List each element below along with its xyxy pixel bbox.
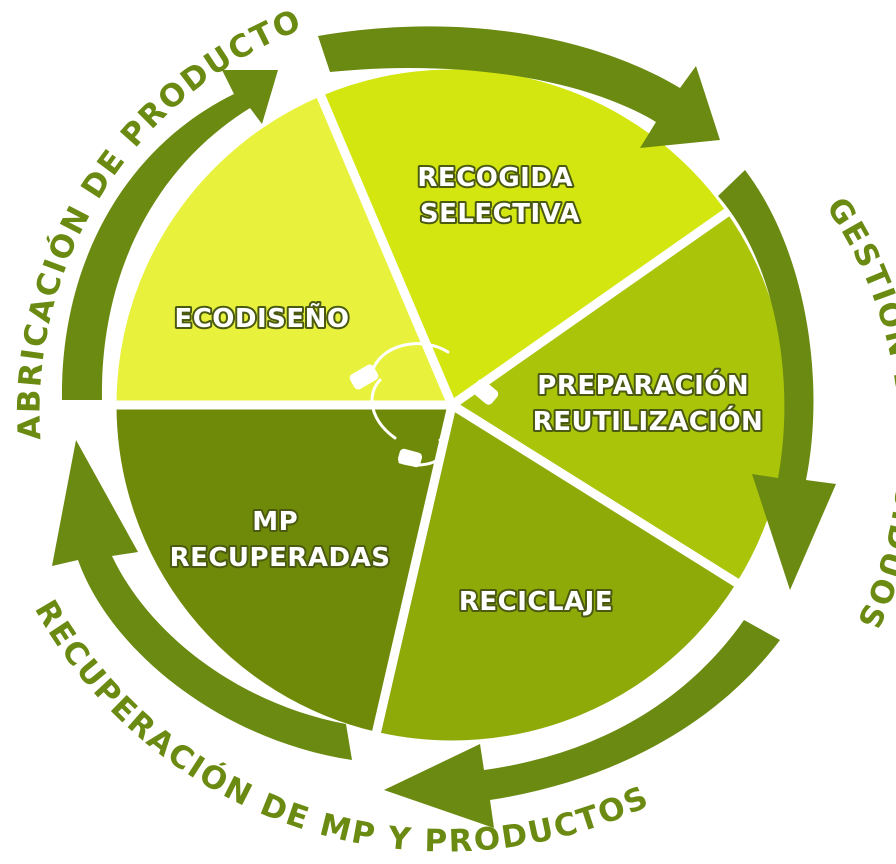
cycle-arrows <box>52 26 836 828</box>
arrow-right <box>718 170 836 590</box>
arrow-bottom-left <box>52 440 352 760</box>
segment-label-mp: MP RECUPERADAS <box>170 507 391 573</box>
segment-reciclaje <box>371 400 745 750</box>
segment-label-ecodiseno: ECODISEÑO <box>174 302 349 334</box>
segment-label-recogida: RECOGIDA SELECTIVA <box>417 163 582 229</box>
segment-label-preparacion: PREPARACIÓN REUTILIZACIÓN <box>533 369 764 437</box>
arrow-top <box>318 26 720 149</box>
arrow-bottom-right <box>384 620 780 828</box>
arrow-left <box>61 70 278 400</box>
ring-label-gestion: GESTIÓN DE RESIDUOS <box>819 191 896 636</box>
pie <box>107 60 797 750</box>
segment-ecodiseno <box>107 87 457 410</box>
plug-cycle-icon <box>349 342 499 468</box>
segment-label-reciclaje: RECICLAJE <box>459 587 613 617</box>
